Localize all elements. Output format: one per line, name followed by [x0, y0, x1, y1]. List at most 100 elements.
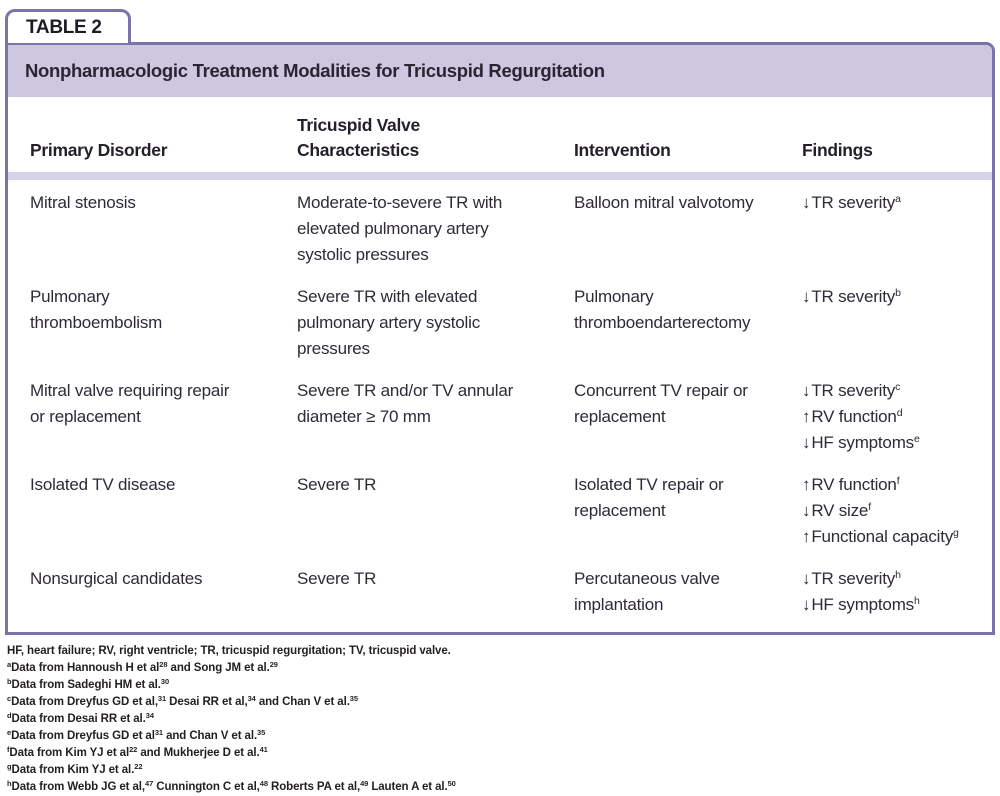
cell-primary-disorder: Isolated TV disease [30, 475, 176, 494]
footnotes-section: HF, heart failure; RV, right ventricle; … [7, 643, 995, 796]
footnote-superscript: 47 [145, 779, 154, 788]
finding-superscript: h [895, 569, 901, 581]
table-row: Mitral valve requiring repair or replace… [8, 368, 992, 462]
cell-tv-characteristics: Severe TR [297, 569, 377, 588]
footnote: gData from Kim YJ et al.22 [7, 762, 143, 776]
table-title: Nonpharmacologic Treatment Modalities fo… [8, 45, 992, 97]
footnote-superscript: 50 [447, 779, 456, 788]
cell-findings: ↓TR severityc↑RV functiond↓HF symptomse [802, 378, 984, 456]
footnote: HF, heart failure; RV, right ventricle; … [7, 645, 451, 657]
cell-intervention: Balloon mitral valvotomy [574, 193, 754, 212]
footnote-superscript: a [7, 660, 12, 669]
footnote-superscript: 34 [145, 711, 154, 720]
column-header-primary-disorder: Primary Disorder [30, 140, 168, 160]
column-header-intervention: Intervention [574, 140, 671, 160]
footnote: fData from Kim YJ et al22 and Mukherjee … [7, 745, 268, 759]
footnote-superscript: 35 [349, 694, 358, 703]
finding-superscript: g [953, 527, 959, 539]
footnote-superscript: h [7, 779, 12, 788]
finding-superscript: d [896, 407, 903, 419]
footnote-superscript: c [7, 694, 12, 703]
footnote-superscript: 22 [129, 745, 138, 754]
footnote-superscript: 31 [154, 728, 163, 737]
finding: ↓RV sizef [802, 498, 984, 524]
finding: ↑RV functiond [802, 404, 984, 430]
down-arrow-icon: ↓ [802, 193, 811, 212]
table-row: Pulmonary thromboembolism Severe TR with … [8, 274, 992, 368]
cell-tv-characteristics: Severe TR with elevated pulmonary artery… [297, 287, 481, 358]
finding-superscript: a [895, 193, 901, 205]
cell-findings: ↓TR severityb [802, 284, 984, 362]
cell-primary-disorder: Pulmonary thromboembolism [30, 287, 163, 332]
down-arrow-icon: ↓ [802, 287, 811, 306]
finding-superscript: e [913, 433, 920, 445]
finding: ↓TR severityh [802, 566, 984, 592]
finding: ↓TR severityb [802, 284, 984, 310]
finding: ↓TR severitya [802, 190, 984, 216]
footnote: aData from Hannoush H et al28 and Song J… [7, 660, 278, 674]
cell-intervention: Pulmonary thromboendarterectomy [574, 287, 751, 332]
table-header-row: Primary Disorder Tricuspid Valve Charact… [8, 97, 992, 172]
table-row: Mitral stenosis Moderate-to-severe TR wit… [8, 180, 992, 274]
down-arrow-icon: ↓ [802, 569, 811, 588]
table-row: Nonsurgical candidates Severe TR Percutane… [8, 556, 992, 624]
down-arrow-icon: ↓ [802, 381, 811, 400]
footnote-superscript: g [7, 762, 12, 771]
footnote-superscript: 41 [259, 745, 268, 754]
table-number-tab: TABLE 2 [5, 9, 131, 43]
footnote: bData from Sadeghi HM et al.30 [7, 677, 170, 691]
cell-primary-disorder: Mitral valve requiring repair or replace… [30, 381, 230, 426]
up-arrow-icon: ↑ [802, 475, 811, 494]
finding: ↓HF symptomsh [802, 592, 984, 618]
cell-intervention: Concurrent TV repair or replacement [574, 381, 748, 426]
page: { "colors":{ "border_purple":"#7b72a7", … [5, 9, 995, 793]
cell-tv-characteristics: Moderate-to-severe TR with elevated pulm… [297, 193, 503, 264]
footnote-superscript: 35 [257, 728, 266, 737]
finding: ↑RV functionf [802, 472, 984, 498]
up-arrow-icon: ↑ [802, 407, 811, 426]
footnote-superscript: d [7, 711, 12, 720]
footnote-superscript: e [7, 728, 12, 737]
down-arrow-icon: ↓ [802, 595, 811, 614]
finding-superscript: h [913, 595, 920, 607]
cell-intervention: Percutaneous valve implantation [574, 569, 720, 614]
down-arrow-icon: ↓ [802, 501, 811, 520]
cell-primary-disorder: Mitral stenosis [30, 193, 136, 212]
footnote-superscript: f [7, 745, 10, 754]
column-header-findings: Findings [802, 140, 873, 160]
footnote-superscript: 34 [247, 694, 256, 703]
table-row: Isolated TV disease Severe TR Isolated TV … [8, 462, 992, 556]
finding: ↑Functional capacityg [802, 524, 984, 550]
footnote-superscript: 30 [160, 677, 170, 686]
footnote-superscript: 48 [259, 779, 268, 788]
table-container: Nonpharmacologic Treatment Modalities fo… [5, 42, 995, 635]
cell-findings: ↓TR severityh↓HF symptomsh [802, 566, 984, 618]
finding-superscript: c [895, 381, 901, 393]
column-header-tv-characteristics: Tricuspid Valve Characteristics [297, 115, 420, 160]
table-number-label: TABLE 2 [26, 17, 102, 38]
down-arrow-icon: ↓ [802, 433, 811, 452]
finding-superscript: f [868, 501, 871, 513]
footnote: hData from Webb JG et al,47 Cunnington C… [7, 779, 456, 793]
header-divider [8, 172, 992, 180]
footnote: eData from Dreyfus GD et al31 and Chan V… [7, 728, 266, 742]
cell-findings: ↓TR severitya [802, 190, 984, 268]
cell-findings: ↑RV functionf↓RV sizef↑Functional capaci… [802, 472, 984, 550]
cell-tv-characteristics: Severe TR [297, 475, 377, 494]
finding: ↓TR severityc [802, 378, 984, 404]
finding-superscript: f [896, 475, 900, 487]
cell-primary-disorder: Nonsurgical candidates [30, 569, 203, 588]
footnote-superscript: b [7, 677, 12, 686]
footnote-superscript: 22 [134, 762, 143, 771]
footnote-superscript: 29 [269, 660, 278, 669]
cell-intervention: Isolated TV repair or replacement [574, 475, 724, 520]
table-body: Mitral stenosis Moderate-to-severe TR wit… [8, 180, 992, 632]
cell-tv-characteristics: Severe TR and/or TV annular diameter ≥ 7… [297, 381, 514, 426]
footnote: cData from Dreyfus GD et al,31 Desai RR … [7, 694, 358, 708]
footnote-superscript: 31 [157, 694, 167, 703]
up-arrow-icon: ↑ [802, 527, 811, 546]
finding-superscript: b [895, 287, 901, 299]
finding: ↓HF symptomse [802, 430, 984, 456]
footnote-superscript: 28 [159, 660, 168, 669]
footnote-superscript: 49 [360, 779, 369, 788]
